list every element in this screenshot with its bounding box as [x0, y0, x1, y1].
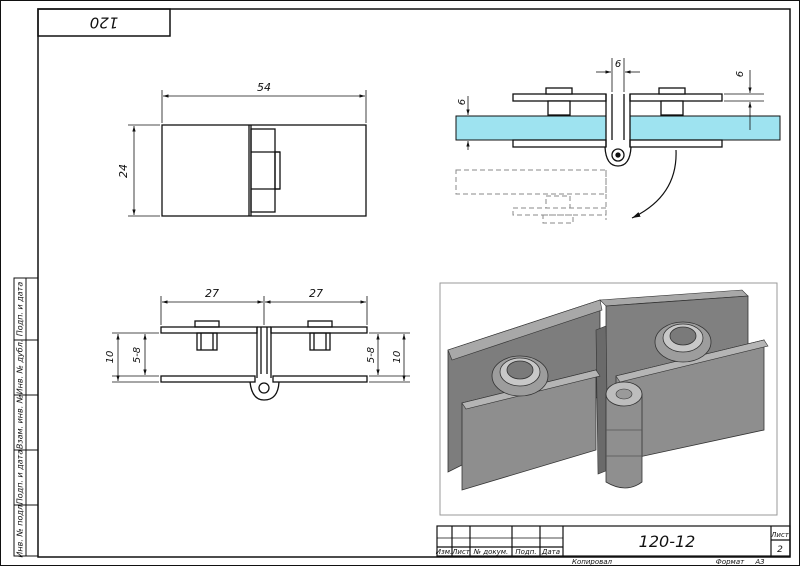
glass-panel-left: [455, 115, 607, 141]
isometric-view: [439, 282, 778, 516]
col-list: Лист: [451, 548, 471, 556]
top-view-dimensions: [128, 90, 367, 217]
title-block: [436, 525, 791, 557]
side-stamp-3: Взам. инв. №: [16, 395, 25, 449]
open-view-dimensions: [462, 58, 764, 150]
dim-gap-right: 5-8: [366, 347, 377, 363]
dim-gap-left: 5-8: [132, 347, 143, 363]
side-stamp-1: Инв. № подл.: [16, 502, 25, 557]
glass-panel-right: [629, 115, 781, 141]
col-doc: № докум.: [473, 548, 509, 556]
corner-stamp-text: 120: [90, 14, 119, 32]
dim-plate-top: 6: [457, 99, 468, 105]
open-view: [455, 87, 781, 224]
section-view: [160, 320, 368, 401]
top-view: [161, 124, 367, 217]
side-stamp-4: Инв. № дубл.: [16, 340, 25, 395]
side-stamp-5: Подп. и дата: [16, 282, 25, 337]
side-stamp-column: Инв. № подл. Подп. и дата Взам. инв. № И…: [13, 277, 39, 558]
format-label: Формат: [716, 558, 745, 566]
dim-axis-offset: 6: [615, 59, 621, 70]
dim-half-right-label: 27: [309, 287, 323, 300]
dim-plate-right: 6: [735, 71, 746, 77]
dim-length-label: 54: [257, 81, 271, 94]
sheet-number: 2: [777, 545, 783, 555]
rotation-arrow: [631, 149, 677, 219]
dim-half-left-label: 27: [205, 287, 219, 300]
corner-stamp: 120: [37, 8, 171, 37]
col-date: Дата: [541, 548, 560, 556]
rotated-position-phantom: [455, 169, 607, 224]
section-view-dimensions: [112, 296, 410, 383]
format-value: A3: [754, 558, 764, 566]
side-stamp-2: Подп. и дата: [16, 450, 25, 505]
dim-thickness-right: 10: [392, 351, 403, 364]
title-block-columns: Изм. Лист № докум. Подп. Дата: [436, 548, 560, 556]
col-izm: Изм.: [436, 548, 452, 556]
dim-height-label: 24: [117, 164, 130, 178]
dim-thickness-left: 10: [105, 351, 116, 364]
drawing-designation: 120-12: [639, 532, 696, 551]
sheet-label: Лист: [770, 531, 790, 539]
copied-label: Копировал: [572, 558, 613, 566]
col-sign: Подп.: [515, 548, 536, 556]
